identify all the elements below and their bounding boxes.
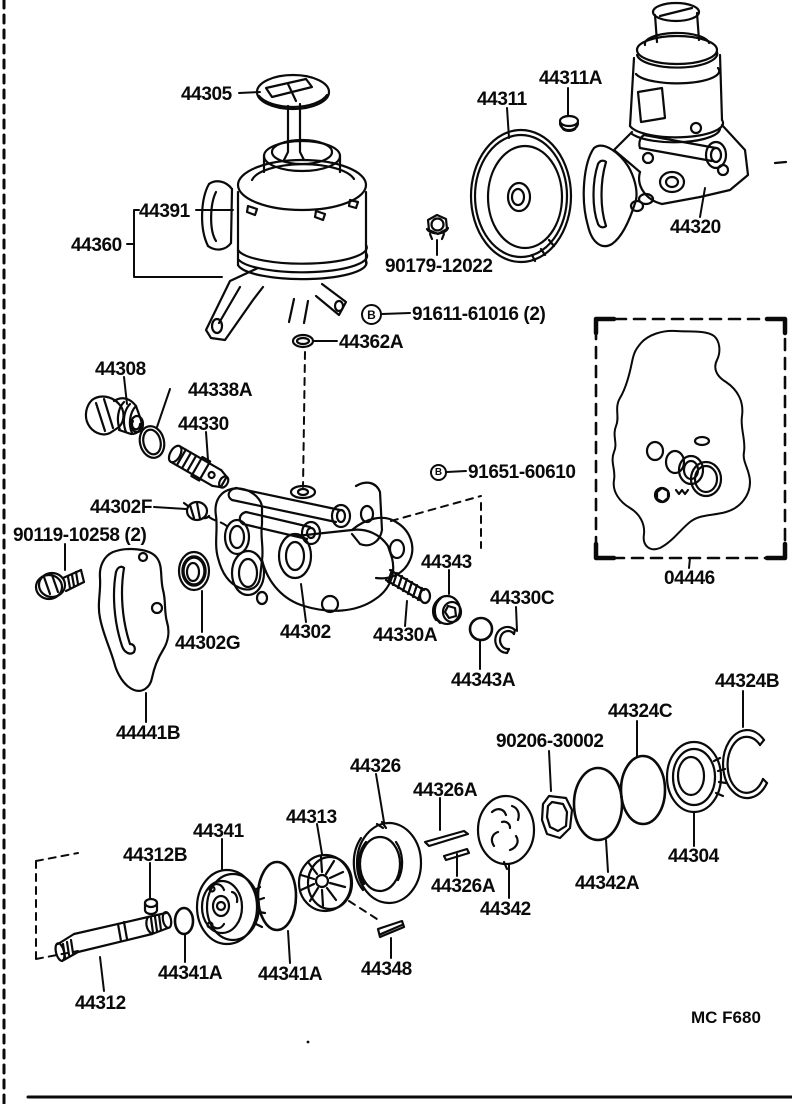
oring-44341a-large-drawing [256,860,298,932]
part-label-90119-10258: 90119-10258 (2) [13,525,147,546]
part-label-44326a-2: 44326A [431,876,496,897]
plug-44308-drawing [84,395,145,436]
part-label-44304: 44304 [668,846,719,867]
part-label-44330a: 44330A [373,625,438,646]
part-label-44362a: 44362A [339,332,404,353]
bracket-44441b-drawing [97,547,170,692]
part-label-44302g: 44302G [175,633,241,654]
figure-code: MC F680 [691,1008,761,1027]
part-label-44324c: 44324C [608,701,673,722]
part-label-44343a: 44343A [451,670,516,691]
camring-44326-drawing [352,820,423,905]
part-label-44311: 44311 [477,89,527,110]
pump-body-drawing [214,481,414,614]
part-label-44330c: 44330C [490,588,555,609]
part-label-44320: 44320 [670,217,721,238]
bolt-90119-drawing [34,568,86,601]
snapring-44330c-drawing [494,625,517,655]
part-label-44342a: 44342A [575,873,640,894]
part-label-44302: 44302 [280,622,331,643]
oring-44338a-drawing [138,425,166,459]
plug-44302f-drawing [182,500,211,522]
leader-lines [64,87,744,992]
part-label-90206-30002: 90206-30002 [496,731,604,752]
part-label-44305: 44305 [181,84,232,105]
snapring-44324b-drawing [721,729,769,800]
spring-44330a-drawing [384,568,432,605]
part-label-44326: 44326 [350,756,401,777]
rotor-44313-drawing [297,853,354,913]
part-label-90179-12022: 90179-12022 [385,256,493,277]
part-label-44330: 44330 [178,414,229,435]
part-label-44391: 44391 [139,201,190,222]
seal-44304-drawing [665,740,728,814]
part-label-44341a-1: 44341A [158,963,223,984]
part-label-91651-60610: 91651-60610 [468,462,576,483]
pins-44326a-drawing [423,829,471,862]
part-label-44302f: 44302F [90,497,153,518]
dashed-leader-lines [35,351,482,960]
hub-44341-drawing [195,868,267,946]
part-label-44311a: 44311A [539,68,603,89]
seal-kit-box-drawing [593,316,788,561]
cap-44311a-drawing [558,114,580,132]
part-label-44326a-1: 44326A [413,780,478,801]
part-label-44308: 44308 [95,359,146,380]
gasket-90206-drawing [540,794,574,840]
part-label-44338a: 44338A [188,380,253,401]
part-label-91611-61016: 91611-61016 (2) [412,304,546,325]
part-label-44342: 44342 [480,899,531,920]
seal-44302g-drawing [177,550,211,592]
oring-44343a-drawing [468,616,494,642]
reservoir-drawing [200,138,369,342]
valve-44330-drawing [167,444,230,489]
plate-44342-drawing [476,794,536,871]
pulley-drawing [469,128,573,264]
oring-44324c-drawing [619,754,667,826]
part-label-44313: 44313 [286,807,337,828]
bolt-callout-b-2: B [430,464,447,481]
part-label-44343: 44343 [421,552,472,573]
oring-44362a-drawing [291,333,315,349]
part-label-44312: 44312 [75,993,126,1014]
pump-assembly-drawing [582,1,750,248]
nut-44312b-drawing [143,897,159,916]
oring-44341a-small-drawing [173,906,195,936]
part-label-04446: 04446 [664,568,715,589]
part-label-44324b: 44324B [715,671,780,692]
part-label-44312b: 44312B [123,845,188,866]
oring-44342a-drawing [572,766,624,842]
bolt-callout-b-1: B [361,304,382,325]
part-label-44341a-2: 44341A [258,964,323,985]
shaft-44312-drawing [54,911,173,963]
part-label-44360: 44360 [71,235,122,256]
vane-44348-drawing [376,919,406,939]
reservoir-cap-drawing [255,73,331,162]
nut-90179-drawing [425,213,450,241]
part-label-44348: 44348 [361,959,412,980]
part-label-44341: 44341 [193,821,244,842]
part-label-44441b: 44441B [116,723,181,744]
plug-44343-drawing [431,594,463,626]
